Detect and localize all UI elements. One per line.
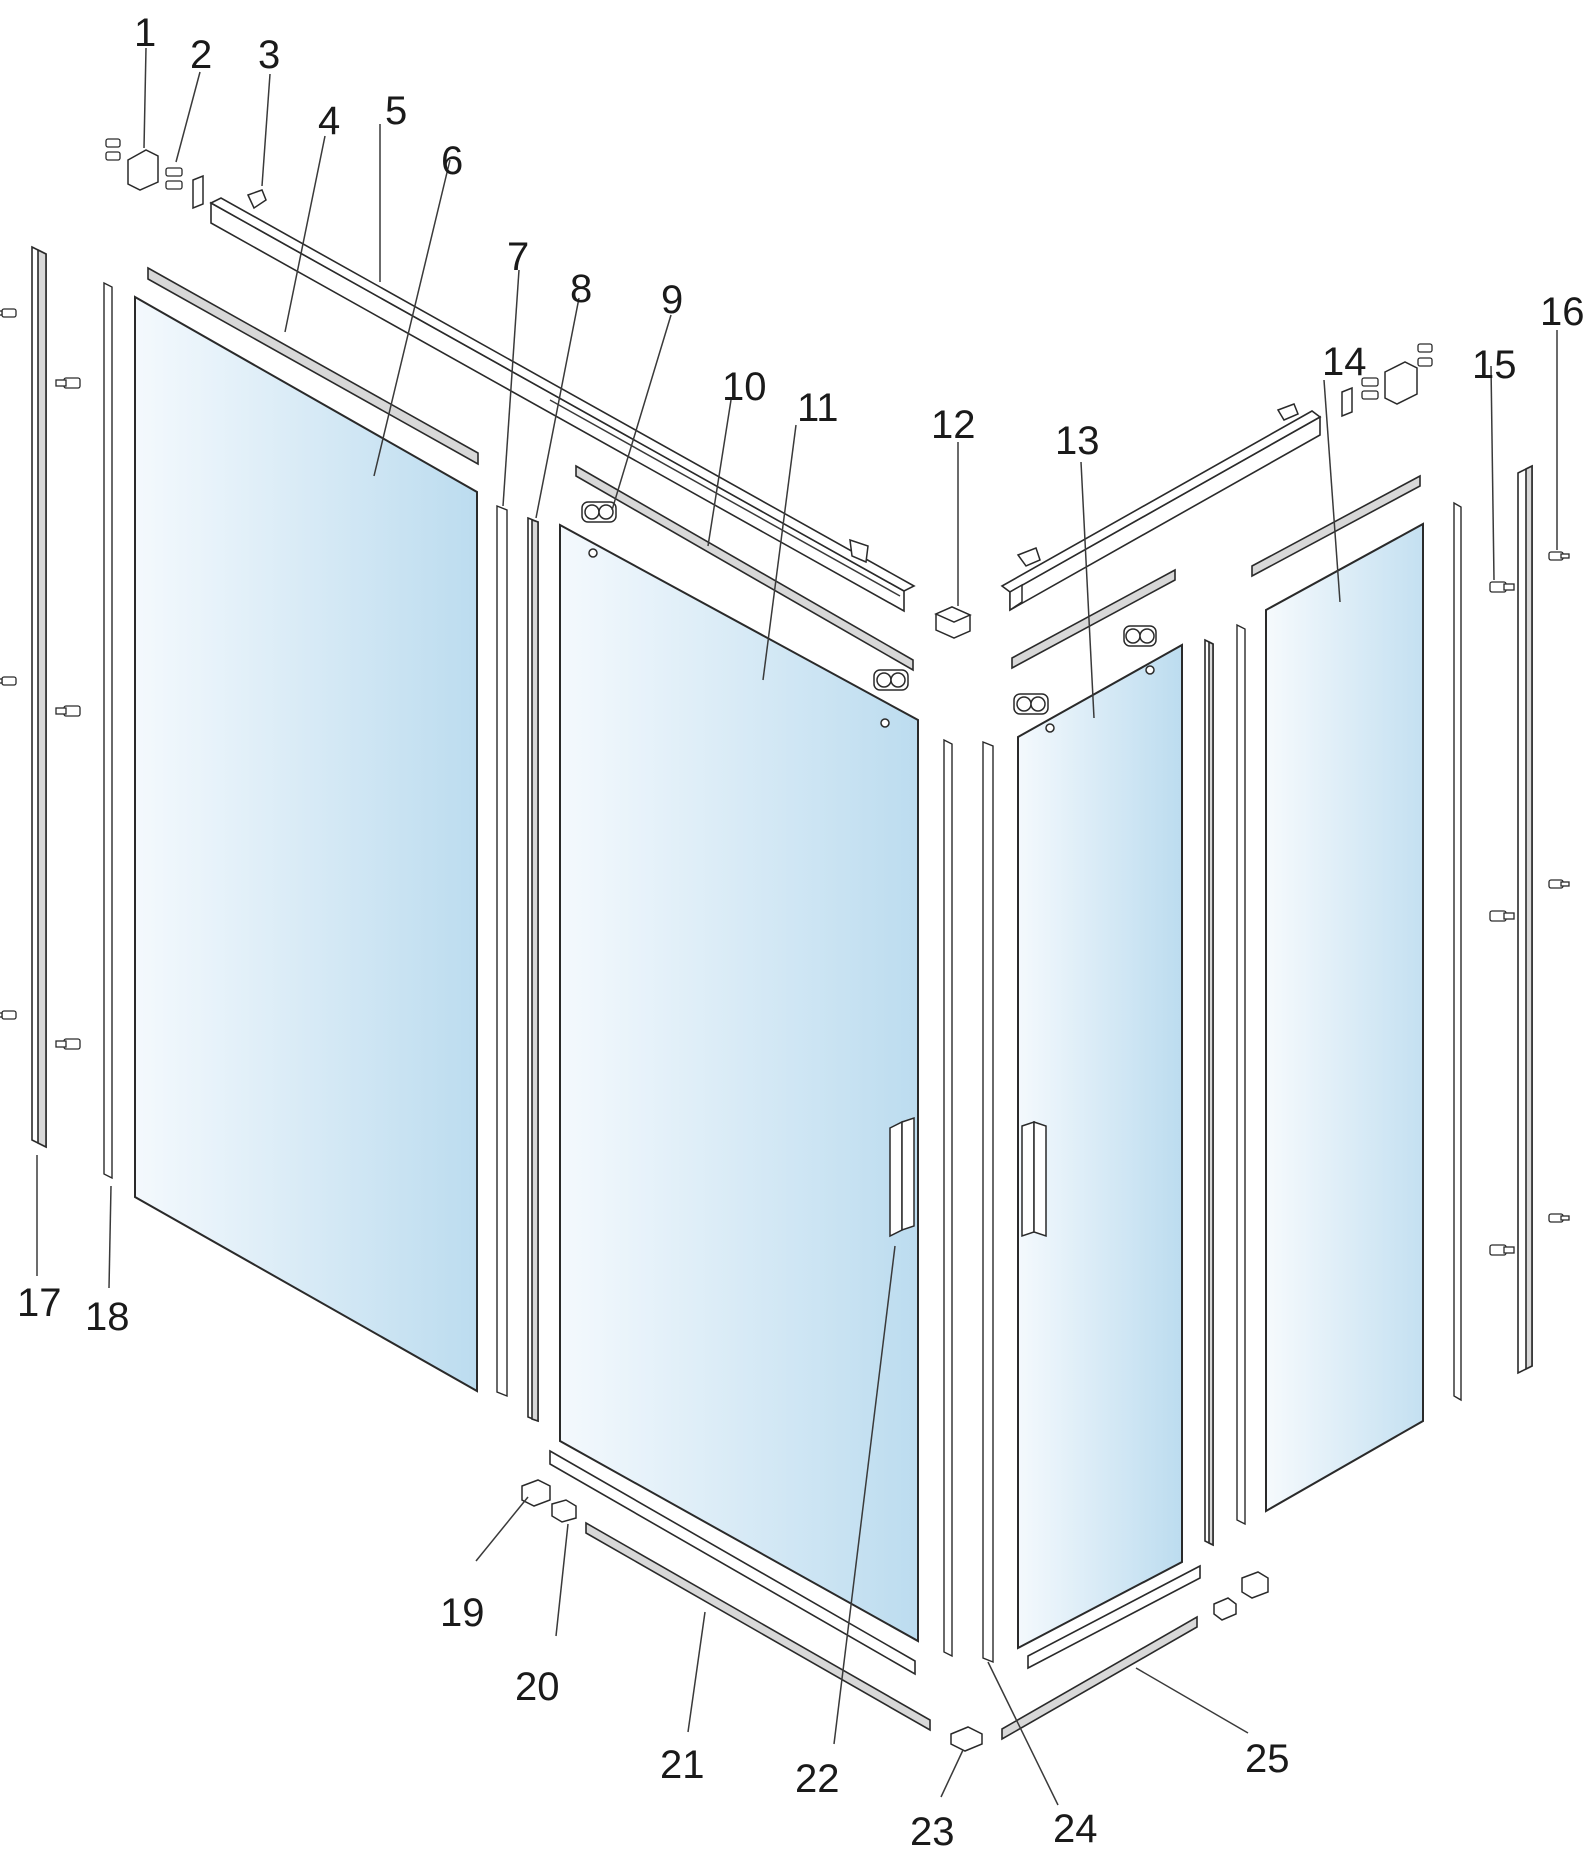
door-hole [880,718,890,728]
vertical-seal-right-b [1236,623,1246,1526]
sliding-track-right [1011,568,1176,670]
wall-bracket-right [1341,343,1433,418]
wall-screws-right [1489,551,1570,1256]
wall-screws-left [0,308,81,1050]
fixed-glass-panel-left [134,295,478,1393]
callout-4: 4 [318,99,340,143]
callout-22: 22 [795,1757,840,1801]
callout-13: 13 [1055,419,1100,463]
door-hole [1145,665,1155,675]
rail-clip-right-start [1016,547,1041,567]
roller-pair-right-door-left [873,669,909,691]
fixed-glass-panel-right [1265,522,1424,1513]
bottom-guide-20 [551,1499,577,1523]
callout-5: 5 [385,89,407,133]
bottom-guide-right-door [1027,1564,1201,1670]
rail-clip-right-end [849,538,869,564]
bottom-guide-right-pair [1213,1571,1269,1621]
callout-16: 16 [1540,290,1585,334]
callout-18: 18 [85,1295,130,1339]
callout-6: 6 [441,139,463,183]
leader-lines [36,47,1558,1806]
corner-cap-23 [950,1726,983,1752]
callout-25: 25 [1245,1737,1290,1781]
bottom-guide-left-door [549,1449,916,1676]
rail-clip-3 [246,189,267,210]
callout-1: 1 [134,11,156,55]
callout-10: 10 [722,365,767,409]
bottom-guide-19 [521,1479,551,1507]
wall-bracket-1 [105,138,204,210]
callout-7: 7 [507,235,529,279]
callout-3: 3 [258,33,280,77]
sliding-door-glass-left [559,523,919,1643]
floor-threshold-right [1001,1615,1198,1741]
roller-pair-right-door-bottom [1013,693,1049,715]
floor-threshold-21 [585,1521,931,1732]
callout-11: 11 [797,386,839,430]
vertical-seal-door-left-edge [943,738,953,1658]
vertical-seal-24 [982,740,994,1664]
door-handle-right [1021,1120,1047,1238]
rail-clip-right-top [1276,403,1299,421]
callout-21: 21 [660,1743,705,1787]
seal-strip-right [1453,501,1462,1402]
seal-strip-left [103,281,113,1180]
door-hole [1045,723,1055,733]
roller-pair-right-door-top [1123,625,1157,647]
door-hole [588,548,598,558]
vertical-seal-7 [496,504,508,1398]
sliding-track-10 [575,464,914,672]
top-rail-right [1000,410,1322,612]
corner-bracket-12 [934,606,972,639]
callout-23: 23 [910,1810,955,1854]
callout-20: 20 [515,1665,560,1709]
wall-profile-right [1517,464,1533,1375]
callout-2: 2 [190,33,212,77]
callout-9: 9 [661,278,683,322]
callout-15: 15 [1472,343,1517,387]
callout-19: 19 [440,1591,485,1635]
callout-14: 14 [1322,340,1367,384]
top-seal-right-glass [1251,474,1421,578]
wall-profile-left [31,245,47,1149]
vertical-profile-8 [527,516,539,1423]
callout-24: 24 [1053,1807,1098,1851]
roller-pair-9 [581,501,617,523]
sliding-door-glass-right [1017,643,1183,1650]
vertical-profile-right-a [1204,638,1214,1547]
top-seal-left-glass [147,266,479,466]
callout-8: 8 [570,267,592,311]
callout-12: 12 [931,403,976,447]
callout-labels: 1 2 3 4 5 6 7 8 9 10 11 12 13 14 15 16 1… [17,11,1585,1854]
callout-17: 17 [17,1281,62,1325]
door-handle-left [889,1116,915,1238]
